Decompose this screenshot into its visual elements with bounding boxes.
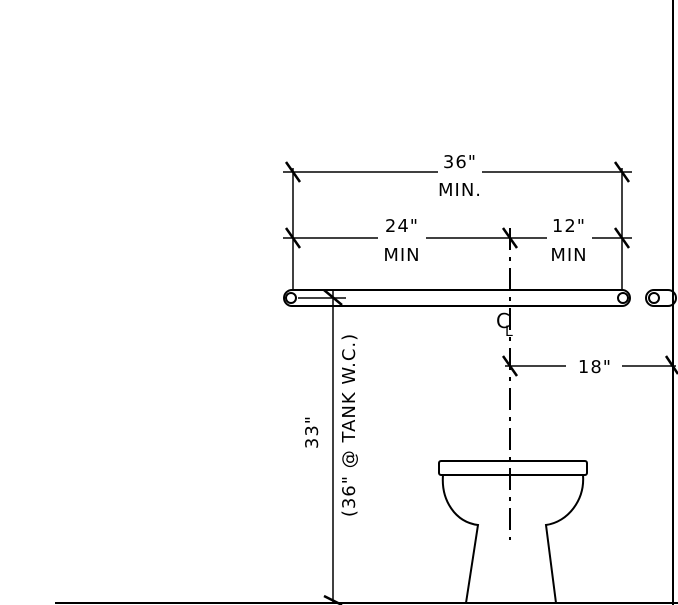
overall-dimension-36 bbox=[283, 161, 632, 290]
height-dimension bbox=[298, 289, 346, 605]
overall-dimension-value: 36" bbox=[443, 152, 477, 173]
right-segment-note: MIN bbox=[550, 245, 587, 266]
left-segment-value: 24" bbox=[385, 216, 419, 237]
centerline-symbol-subscript: L bbox=[505, 324, 513, 340]
right-segment-value: 12" bbox=[552, 216, 586, 237]
rear-grab-bar bbox=[283, 289, 631, 307]
overall-dimension-note: MIN. bbox=[438, 180, 482, 201]
height-dimension-note: (36" @ TANK W.C.) bbox=[339, 333, 360, 517]
centerline-symbol: C bbox=[496, 309, 510, 333]
left-segment-note: MIN bbox=[383, 245, 420, 266]
side-grab-bar-end bbox=[645, 289, 677, 307]
centerline-offset-value: 18" bbox=[578, 357, 612, 378]
centerline-offset-dimension bbox=[501, 355, 678, 377]
segment-dimensions bbox=[283, 227, 632, 249]
toilet bbox=[438, 460, 588, 604]
height-dimension-value: 33" bbox=[302, 415, 323, 449]
